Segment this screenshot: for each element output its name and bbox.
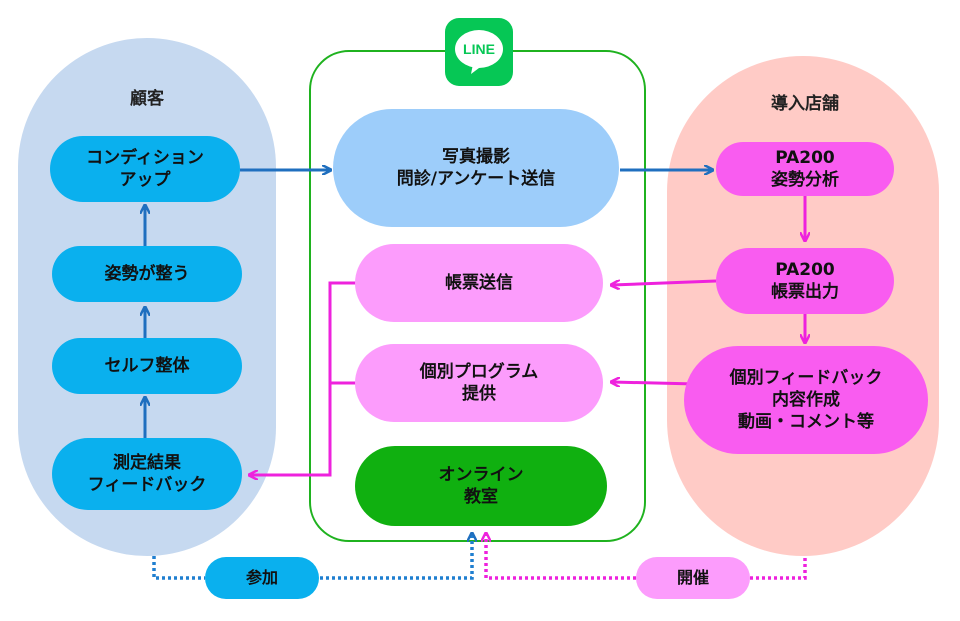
report-send-node: 帳票送信 — [355, 244, 603, 322]
dotted-store-to-host — [750, 556, 807, 580]
arrow-feedback-make-to-program — [612, 382, 697, 384]
feedback-make-node: 個別フィードバック 内容作成 動画・コメント等 — [684, 346, 928, 454]
self-care-node: セルフ整体 — [52, 338, 242, 394]
dotted-join-to-online — [320, 534, 472, 580]
dotted-host-to-online — [486, 534, 636, 580]
join-label: 参加 — [205, 557, 319, 599]
line-logo-text: LINE — [463, 41, 495, 57]
host-label: 開催 — [636, 557, 750, 599]
online-class-node: オンライン 教室 — [355, 446, 607, 526]
report-output-node: PA200 帳票出力 — [716, 248, 894, 314]
posture-node: 姿勢が整う — [52, 246, 242, 302]
condition-up-node: コンディション アップ — [50, 136, 240, 202]
arrow-output-to-report-send — [612, 279, 717, 285]
feedback-node: 測定結果 フィードバック — [52, 438, 242, 510]
arrow-report-to-feedback — [250, 281, 356, 475]
program-node: 個別プログラム 提供 — [355, 344, 603, 422]
photo-node: 写真撮影 問診/アンケート送信 — [333, 109, 619, 227]
store-title: 導入店舗 — [771, 94, 839, 114]
customer-title: 顧客 — [130, 89, 164, 109]
line-logo-icon: LINE — [445, 18, 513, 86]
dotted-customer-to-join — [152, 556, 205, 580]
analysis-node: PA200 姿勢分析 — [716, 142, 894, 196]
